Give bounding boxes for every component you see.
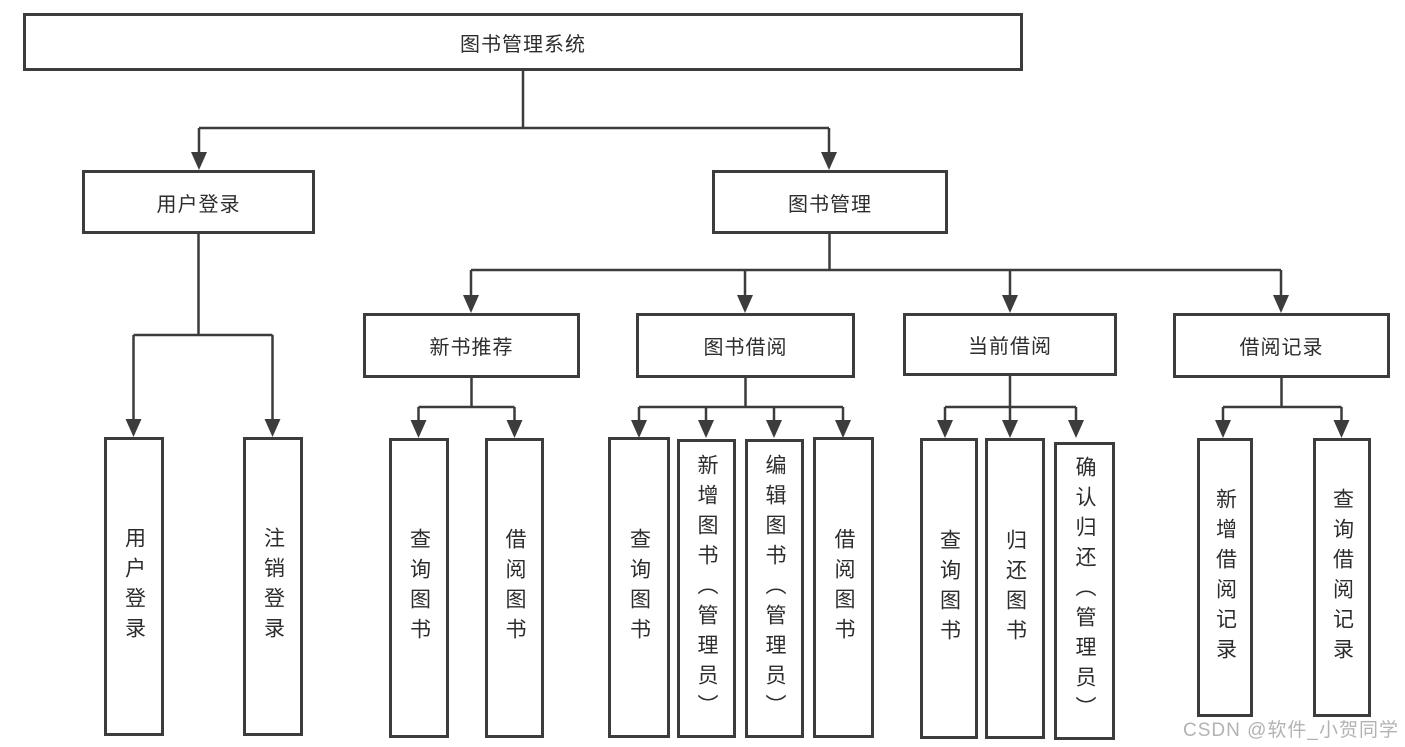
leaf-add-book-admin: 新增图书（管理员）: [677, 439, 736, 738]
node-label: 新书推荐: [429, 337, 514, 359]
node-label: 查询借阅记录: [1330, 487, 1354, 668]
node-label: 注销登录: [261, 526, 285, 647]
node-label: 新增借阅记录: [1213, 487, 1237, 668]
node-label: 用户登录: [156, 193, 241, 216]
node-library-system: 图书管理系统: [23, 13, 1023, 71]
leaf-add-borrow-record: 新增借阅记录: [1197, 438, 1253, 717]
leaf-user-login: 用户登录: [104, 437, 164, 736]
node-user-login: 用户登录: [82, 170, 315, 234]
leaf-edit-book-admin: 编辑图书（管理员）: [745, 439, 804, 738]
node-current-borrowing: 当前借阅: [903, 313, 1117, 376]
node-book-borrowing: 图书借阅: [636, 313, 855, 378]
node-label: 图书管理系统: [460, 33, 586, 56]
leaf-query-borrow-record: 查询借阅记录: [1313, 438, 1371, 717]
node-new-book-recommend: 新书推荐: [363, 313, 580, 378]
node-borrowing-records: 借阅记录: [1173, 313, 1390, 378]
leaf-borrow-books: 借阅图书: [813, 437, 874, 738]
node-label: 查询图书: [627, 527, 651, 648]
node-label: 归还图书: [1003, 528, 1027, 649]
node-label: 借阅记录: [1239, 337, 1324, 359]
leaf-return-book: 归还图书: [985, 438, 1045, 739]
node-label: 借阅图书: [503, 528, 526, 648]
node-label: 借阅图书: [832, 527, 855, 648]
node-label: 当前借阅: [968, 336, 1052, 358]
leaf-borrow-books: 借阅图书: [485, 438, 544, 738]
arrowhead-icons: [125, 152, 1350, 438]
node-label: 用户登录: [122, 526, 146, 647]
leaf-confirm-return-admin: 确认归还（管理员）: [1054, 442, 1115, 740]
node-label: 新增图书（管理员）: [695, 453, 718, 724]
node-label: 查询图书: [407, 528, 431, 648]
node-label: 图书借阅: [703, 337, 788, 359]
node-book-management: 图书管理: [712, 170, 948, 234]
node-label: 查询图书: [937, 528, 961, 649]
leaf-query-books: 查询图书: [389, 438, 449, 738]
watermark: CSDN @软件_小贺同学: [1183, 720, 1399, 741]
node-label: 图书管理: [788, 193, 872, 216]
node-label: 编辑图书（管理员）: [763, 453, 786, 724]
leaf-logout: 注销登录: [243, 437, 303, 736]
node-label: 确认归还（管理员）: [1073, 456, 1096, 726]
leaf-query-books: 查询图书: [920, 438, 978, 739]
leaf-query-books: 查询图书: [608, 437, 670, 738]
